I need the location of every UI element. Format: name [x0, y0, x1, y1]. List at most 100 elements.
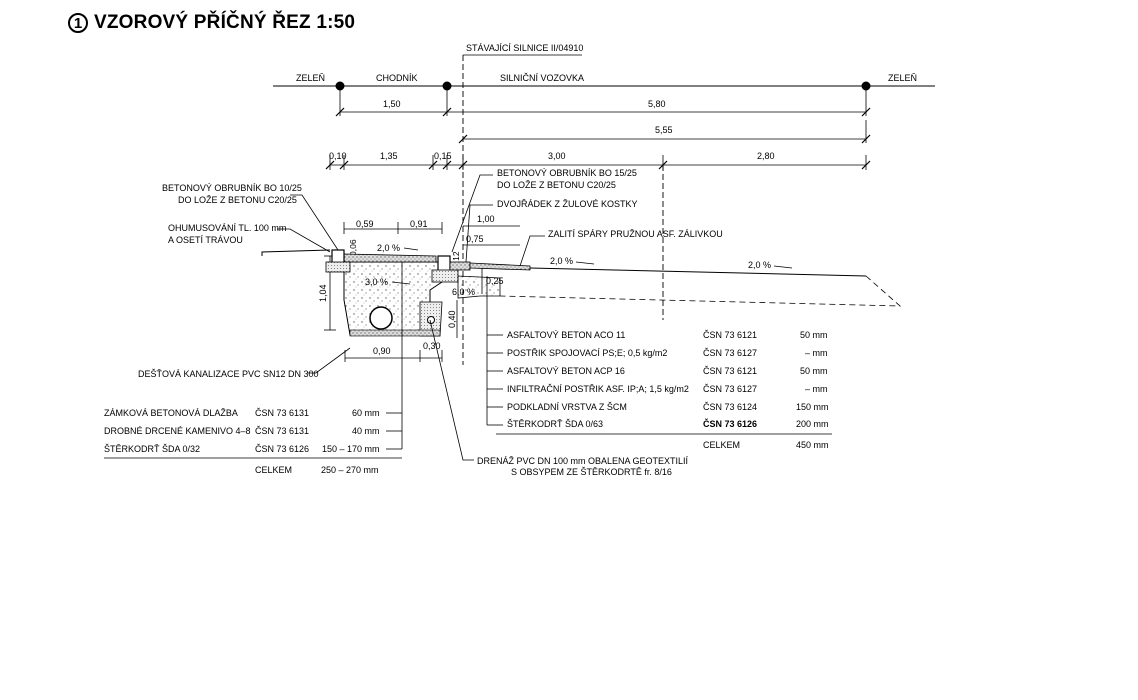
dim-0-75: 0,75: [466, 234, 484, 244]
road-layer-norm: ČSN 73 6127: [703, 384, 757, 394]
existing-road-outline: [499, 275, 902, 307]
sidewalk-layer-thickness: 40 mm: [352, 426, 380, 436]
road-layer-name: ASFALTOVÝ BETON ACP 16: [507, 366, 625, 376]
slope-road-base: 6,0 %: [452, 287, 475, 297]
note-topsoil-1: OHUMUSOVÁNÍ TL. 100 mm: [168, 223, 286, 233]
right-curb-bed: [431, 269, 459, 283]
sidewalk-layer-name: DROBNÉ DRCENÉ KAMENIVO 4–8: [104, 426, 251, 436]
sidewalk-layer-table: ZÁMKOVÁ BETONOVÁ DLAŽBA ČSN 73 6131 60 m…: [104, 262, 403, 475]
slope-arrow: [575, 261, 595, 265]
dim-5-80: 5,80: [648, 99, 666, 109]
zone-marker: [442, 81, 452, 91]
road-layer-thickness: – mm: [805, 384, 828, 394]
zone-marker: [335, 81, 345, 91]
left-curb-bed: [325, 261, 351, 273]
dim-0-90: 0,90: [373, 346, 391, 356]
note-drain-2: S OBSYPEM ZE ŠTĚRKODRTĚ fr. 8/16: [511, 467, 672, 477]
label-existing-road: STÁVAJÍCÍ SILNICE II/04910: [466, 43, 583, 53]
sidewalk-paving: [343, 253, 437, 263]
slope-arrow: [403, 247, 419, 251]
slope-subbase: 3,0 %: [365, 277, 388, 287]
dim-1-35: 1,35: [380, 151, 398, 161]
leader-lines: [277, 174, 545, 461]
drawing-title: 1 VZOROVÝ PŘÍČNÝ ŘEZ 1:50: [68, 10, 355, 36]
sewer-pipe: [369, 306, 393, 330]
granite-double-row: [449, 261, 471, 271]
note-left-curb-2: DO LOŽE Z BETONU C20/25: [178, 195, 297, 205]
road-layer-norm: ČSN 73 6127: [703, 348, 757, 358]
label-sidewalk: CHODNÍK: [376, 73, 418, 83]
sidewalk-layer-thickness: 150 – 170 mm: [322, 444, 380, 454]
road-layer-name: ASFALTOVÝ BETON ACO 11: [507, 330, 625, 340]
road-layer-thickness: – mm: [805, 348, 828, 358]
road-layer-name: ŠTĚRKODRŤ ŠDA 0/63: [507, 419, 603, 429]
road-layer-name: PODKLADNÍ VRSTVA Z ŠCM: [507, 402, 627, 412]
dim-0-15: 0,15: [434, 151, 452, 161]
road-layer-norm: ČSN 73 6121: [703, 366, 757, 376]
road-layer-norm: ČSN 73 6124: [703, 402, 757, 412]
label-roadway: SILNIČNÍ VOZOVKA: [500, 73, 584, 83]
road-surface: [529, 267, 867, 277]
slope-arrow: [773, 265, 793, 269]
label-green-left: ZELEŇ: [296, 73, 325, 83]
dim-0-30: 0,30: [423, 341, 441, 351]
dim-0-91: 0,91: [410, 219, 428, 229]
road-layer-norm: ČSN 73 6121: [703, 330, 757, 340]
note-joint-seal: ZALITÍ SPÁRY PRUŽNOU ASF. ZÁLIVKOU: [548, 229, 723, 239]
sidewalk-layer-thickness: 60 mm: [352, 408, 380, 418]
dim-5-55: 5,55: [655, 125, 673, 135]
dim-2-80: 2,80: [757, 151, 775, 161]
slope-arrow: [391, 281, 411, 285]
dim-0-06: 0,06: [348, 239, 358, 256]
dimension-ticks: [325, 107, 871, 170]
dim-0-59: 0,59: [356, 219, 374, 229]
slope-road-1: 2,0 %: [550, 256, 573, 266]
note-topsoil-2: A OSETÍ TRÁVOU: [168, 235, 243, 245]
road-layer-table: ASFALTOVÝ BETON ACO 11 ČSN 73 6121 50 mm…: [486, 276, 832, 450]
note-right-curb-1: BETONOVÝ OBRUBNÍK BO 15/25: [497, 168, 637, 178]
road-layer-thickness: 50 mm: [800, 366, 828, 376]
road-total-label: CELKEM: [703, 440, 740, 450]
road-layer-name: INFILTRAČNÍ POSTŘIK ASF. IP;A; 1,5 kg/m2: [507, 384, 689, 394]
dim-1-00: 1,00: [477, 214, 495, 224]
dim-1-04: 1,04: [318, 284, 328, 302]
sidewalk-layer-norm: ČSN 73 6126: [255, 444, 309, 454]
road-total-value: 450 mm: [796, 440, 829, 450]
dim-0-12: 0,12: [451, 251, 461, 268]
sidewalk-layer-norm: ČSN 73 6131: [255, 408, 309, 418]
road-layer-thickness: 200 mm: [796, 419, 829, 429]
title-text: VZOROVÝ PŘÍČNÝ ŘEZ 1:50: [94, 12, 356, 33]
sidewalk-layer-name: ZÁMKOVÁ BETONOVÁ DLAŽBA: [104, 408, 238, 418]
road-base: [457, 275, 501, 299]
pipe-bed: [349, 329, 441, 337]
note-right-curb-2: DO LOŽE Z BETONU C20/25: [497, 180, 616, 190]
road-asphalt: [469, 262, 531, 271]
road-layer-thickness: 150 mm: [796, 402, 829, 412]
dim-1-50: 1,50: [383, 99, 401, 109]
slope-sidewalk: 2,0 %: [377, 243, 400, 253]
section-body: [261, 249, 902, 337]
note-rain-sewer: DEŠŤOVÁ KANALIZACE PVC SN12 DN 300: [138, 369, 319, 379]
sidewalk-layer-name: ŠTĚRKODRŤ ŠDA 0/32: [104, 444, 200, 454]
dim-0-40: 0,40: [447, 310, 457, 328]
sidewalk-layer-norm: ČSN 73 6131: [255, 426, 309, 436]
dim-3-00: 3,00: [548, 151, 566, 161]
sidewalk-total-label: CELKEM: [255, 465, 292, 475]
sidewalk-total-value: 250 – 270 mm: [321, 465, 379, 475]
slope-road-2: 2,0 %: [748, 260, 771, 270]
drain-pipe: [427, 316, 435, 324]
dim-0-10: 0,10: [329, 151, 347, 161]
topsoil-line: [261, 249, 331, 256]
title-number-badge: 1: [68, 13, 88, 33]
label-green-right: ZELEŇ: [888, 73, 917, 83]
note-left-curb-1: BETONOVÝ OBRUBNÍK BO 10/25: [162, 183, 302, 193]
zone-marker: [861, 81, 871, 91]
note-double-row: DVOJŘÁDEK Z ŽULOVÉ KOSTKY: [497, 199, 638, 209]
road-layer-norm: ČSN 73 6126: [703, 418, 757, 429]
dimension-lines: [324, 90, 867, 362]
zone-line: [273, 81, 935, 91]
note-drain-1: DRENÁŽ PVC DN 100 mm OBALENA GEOTEXTILIÍ: [477, 456, 689, 466]
road-layer-thickness: 50 mm: [800, 330, 828, 340]
road-layer-name: POSTŘIK SPOJOVACÍ PS;E; 0,5 kg/m2: [507, 348, 667, 358]
